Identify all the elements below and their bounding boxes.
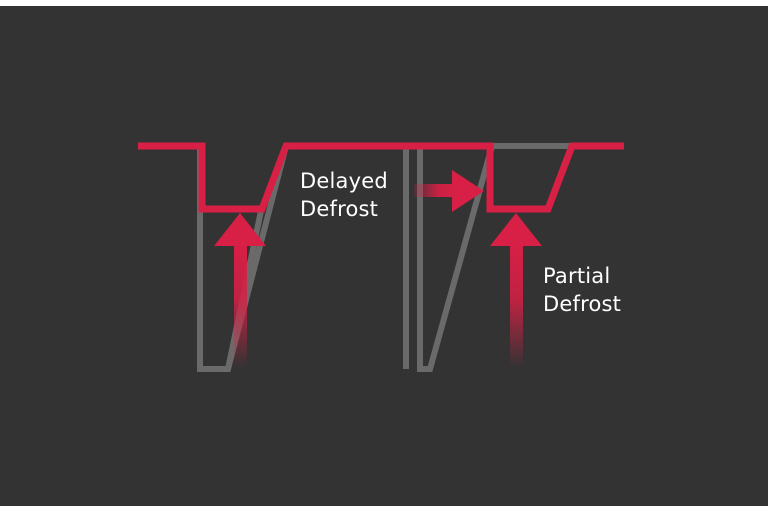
up-arrow-icon (214, 213, 266, 368)
up-arrow-icon (490, 213, 542, 368)
delayed-defrost-label-line2: Defrost (300, 197, 379, 221)
delayed-defrost-label-line1: Delayed (300, 169, 388, 193)
delayed-defrost-label: Delayed Defrost (300, 167, 388, 223)
partial-defrost-label-line1: Partial (543, 264, 611, 288)
improved-cycle-line (138, 142, 624, 213)
partial-defrost-label-line2: Defrost (543, 292, 622, 316)
diagram-canvas: Delayed Defrost Partial Defrost (0, 6, 768, 506)
right-arrow-icon (414, 170, 484, 212)
defrost-cycle-diagram (138, 142, 624, 372)
partial-defrost-label: Partial Defrost (543, 262, 621, 318)
